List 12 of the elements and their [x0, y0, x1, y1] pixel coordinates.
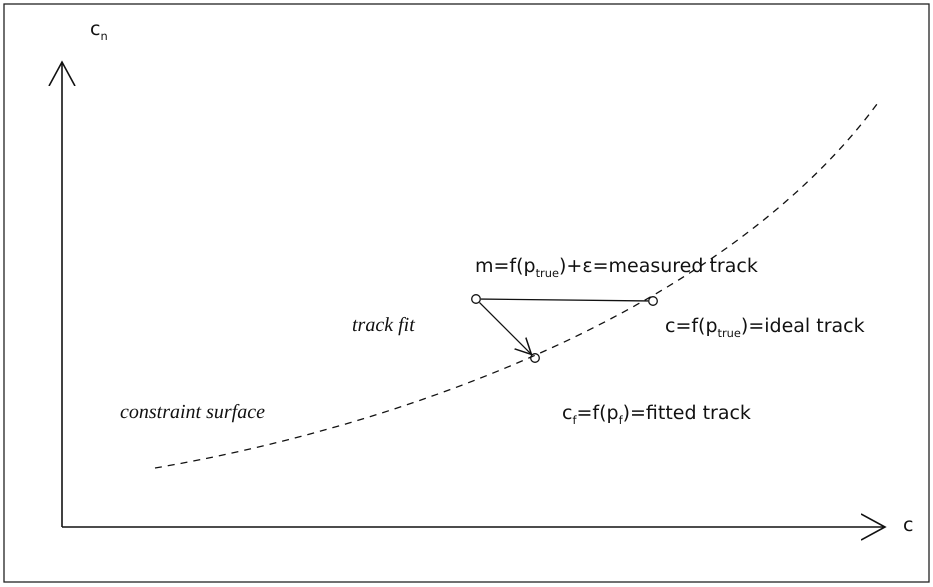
point-label: c=f(p$_{true}$)=ideal track	[665, 315, 865, 340]
point-marker	[471, 294, 481, 304]
point-marker	[530, 353, 540, 363]
point-label: c$_{f}$=f(p$_{f}$)=fitted track	[562, 402, 751, 427]
axis-label: c	[903, 514, 914, 536]
arrow	[479, 302, 532, 356]
axis-label: c$_{n}$	[90, 18, 108, 43]
annotation-text: constraint surface	[120, 401, 265, 424]
connector-line	[481, 298, 648, 302]
point-marker	[648, 296, 658, 306]
point-label: m=f(p$_{true}$)+ε=measured track	[475, 255, 758, 280]
annotation-text: track fit	[352, 314, 415, 337]
